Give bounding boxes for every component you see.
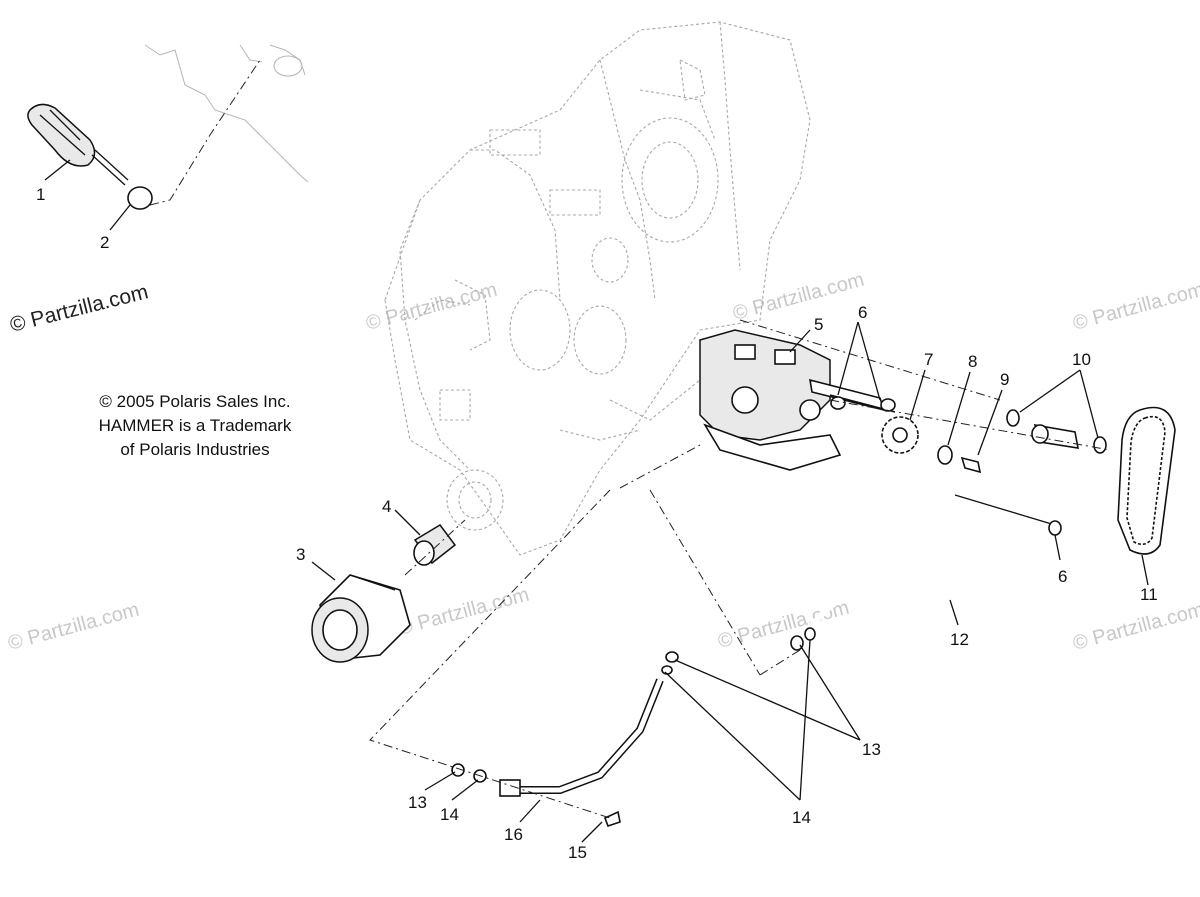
callouts: 1 2 3 4 5 6 7 8 9 10 11 6 12 13 14 13 14… [36,185,1158,862]
oil-pump [699,329,842,471]
watermark: © Partzilla.com [6,599,142,655]
assembly-lines [369,319,1111,819]
valve-cover-ghost [144,44,309,183]
callout-3: 3 [296,545,305,564]
watermark: © Partzilla.com [396,584,532,640]
copyright-line-1: © 2005 Polaris Sales Inc. [99,392,290,411]
pipe-o-ring [1093,436,1107,454]
callout-7: 7 [924,350,933,369]
leader-lines [44,159,1149,843]
callout-6a: 6 [858,303,867,322]
callout-11: 11 [1140,585,1158,604]
pipe-o-ring [1006,409,1020,427]
pump-bolts [809,378,896,413]
copyright-line-2: HAMMER is a Trademark [99,416,292,435]
sprocket-bolt [960,456,982,474]
watermark: © Partzilla.com [364,279,500,335]
dipstick-o-ring [127,186,153,210]
callout-6b: 6 [1058,567,1067,586]
pipe-washer [790,635,804,651]
oil-pipe-fitting [1031,423,1079,449]
pickup-tube [499,651,679,797]
drive-chain [1117,406,1176,555]
callout-15: 15 [568,843,587,862]
watermark: © Partzilla.com [1071,279,1200,335]
filter-adapter [413,524,457,566]
callout-14a: 14 [792,808,811,827]
callout-10: 10 [1072,350,1091,369]
callout-13a: 13 [862,740,881,759]
oil-pipe [809,443,1062,628]
tube-bolt [603,810,621,828]
callout-8: 8 [968,352,977,371]
sprocket-washer [937,445,953,465]
watermark: © Partzilla.com [1071,599,1200,655]
copyright-line-3: of Polaris Industries [120,440,269,459]
partzilla-watermark: © Partzilla.com [8,280,151,337]
callout-9: 9 [1000,370,1009,389]
oil-filter [311,574,411,663]
callout-2: 2 [100,233,109,252]
callout-1: 1 [36,185,45,204]
callout-13b: 13 [408,793,427,812]
pipe-seal [804,627,816,641]
tube-washer [451,763,465,777]
pump-sprocket [881,416,919,454]
callout-14b: 14 [440,805,459,824]
leader-dashed [149,59,261,206]
callout-16: 16 [504,825,523,844]
callout-5: 5 [814,315,823,334]
callout-4: 4 [382,497,391,516]
copyright-block: © 2005 Polaris Sales Inc. HAMMER is a Tr… [99,392,292,459]
callout-12: 12 [950,630,969,649]
engine-case-ghost [384,21,811,556]
watermark: © Partzilla.com [731,269,867,325]
leader-dashed [404,519,466,576]
dipstick [27,103,129,186]
